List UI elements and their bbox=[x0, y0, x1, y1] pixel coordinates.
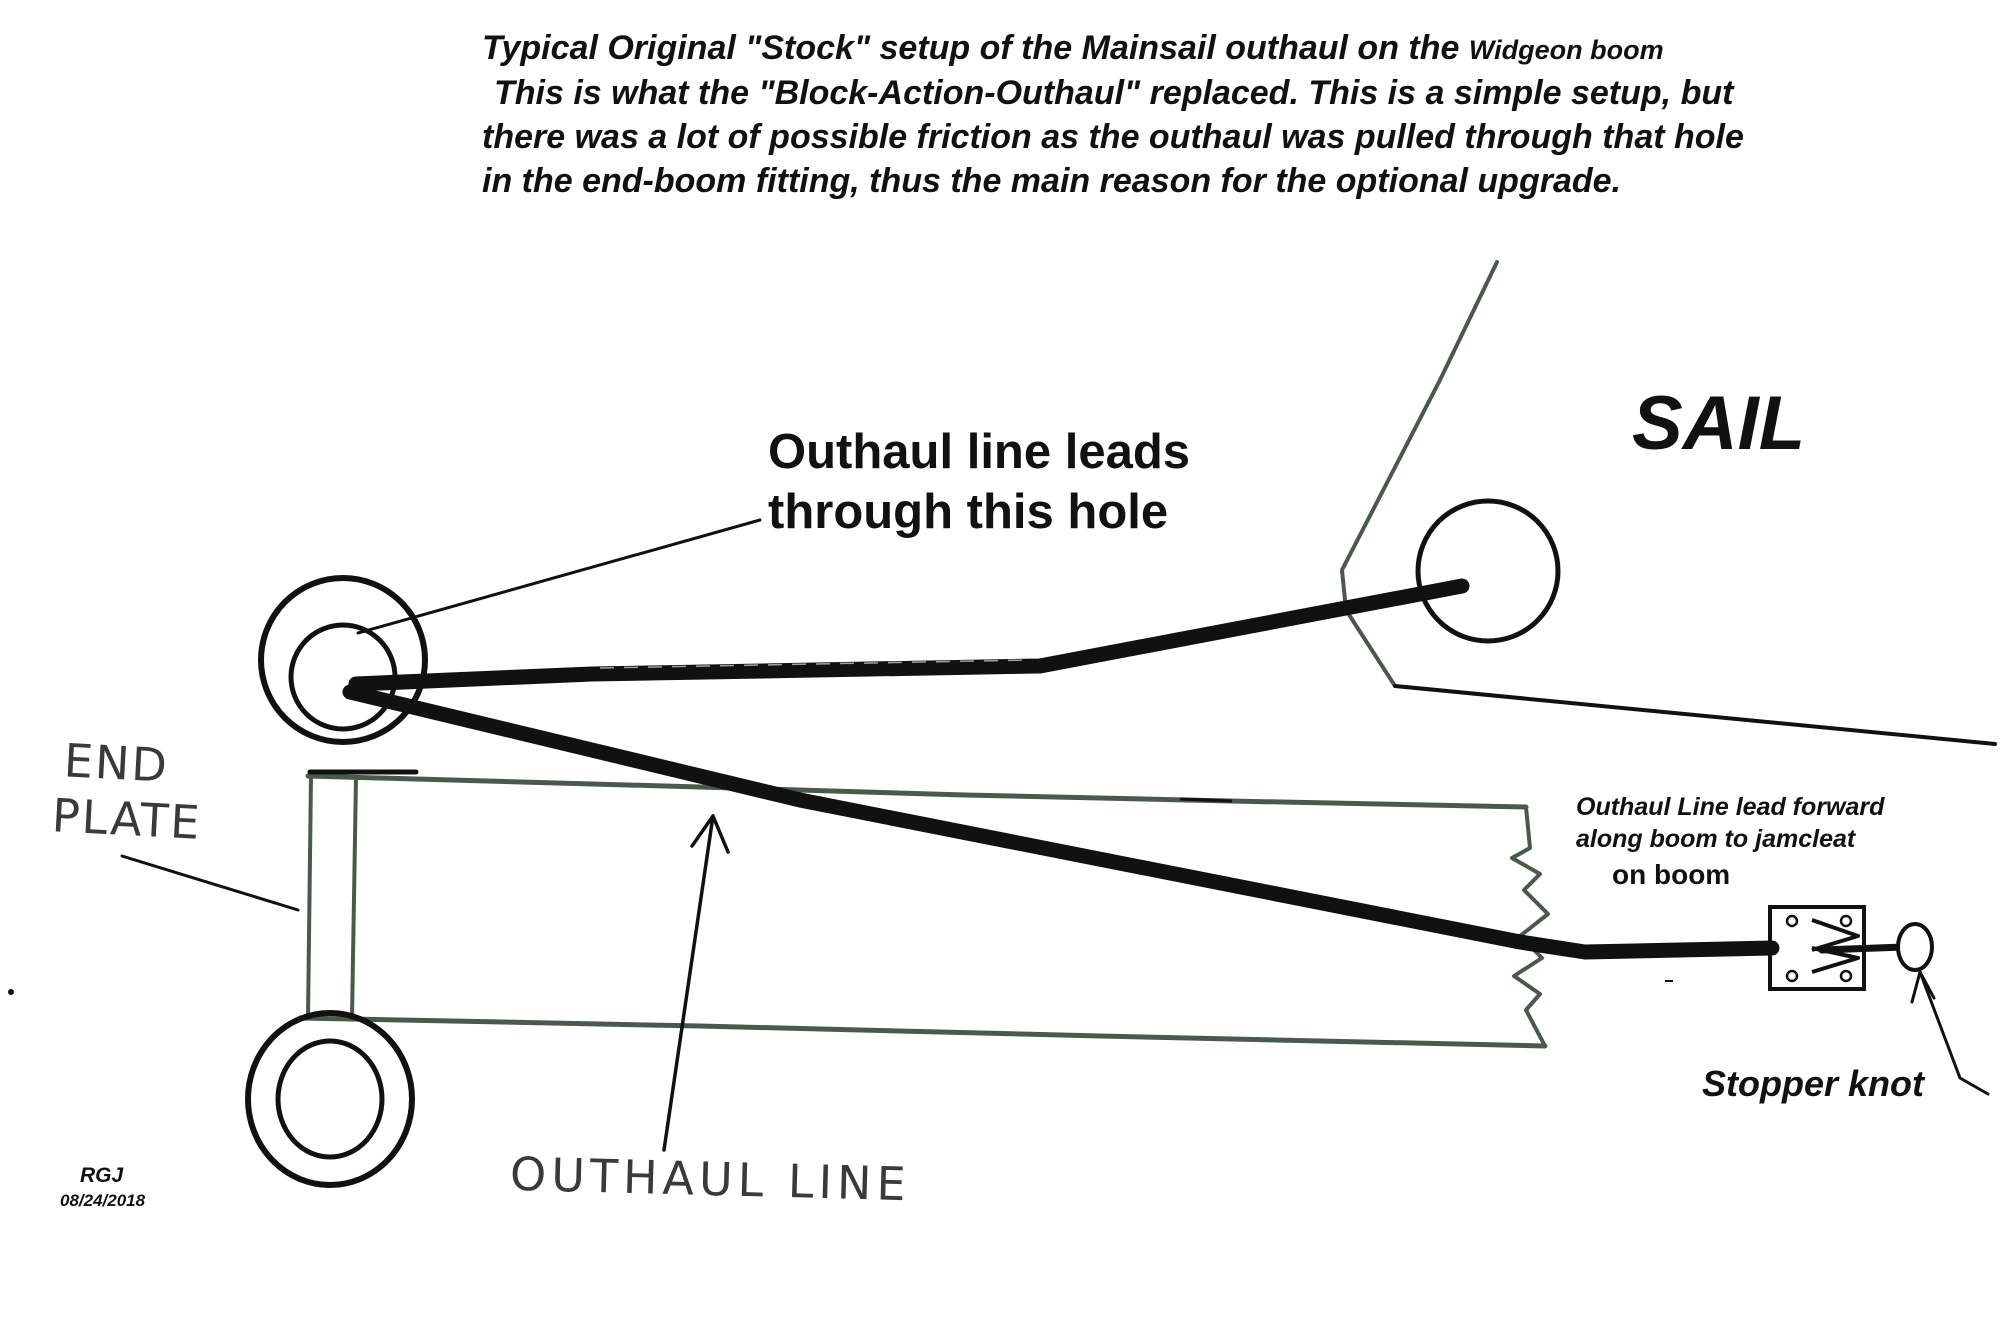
stopper-knot bbox=[1896, 922, 1934, 972]
outhaul-line-label: OUTHAUL LINE bbox=[509, 1146, 912, 1212]
sail-foot-edge bbox=[1393, 684, 1997, 746]
stopper-knot-arrow-shaft bbox=[1918, 970, 1990, 1096]
title-line-4: in the end-boom fitting, thus the main r… bbox=[482, 162, 1621, 200]
jamcleat-screw-bottom-right bbox=[1839, 969, 1853, 983]
end-plate-inner-line bbox=[350, 777, 358, 1019]
boom-bottom-edge bbox=[297, 1015, 1548, 1049]
stray-mark-top bbox=[1179, 797, 1233, 803]
boom-break-line bbox=[1510, 806, 1550, 1047]
lead-forward-label-line-3: on boom bbox=[1612, 859, 1731, 890]
outhaul-line-to-clew bbox=[348, 578, 1470, 692]
outhaul-line-arrowhead bbox=[690, 814, 730, 854]
title-line-1-main: Typical Original "Stock" setup of the Ma… bbox=[482, 29, 1460, 67]
hole-label-line-2: through this hole bbox=[768, 485, 1169, 539]
sail-clew-ring bbox=[1415, 498, 1561, 644]
outhaul-line-start-tick bbox=[349, 685, 367, 697]
end-plate-leader bbox=[120, 854, 300, 912]
stopper-knot-label: Stopper knot bbox=[1702, 1063, 1924, 1104]
end-plate-label-line-1: END bbox=[62, 733, 171, 793]
end-fitting-upper-outer-ring bbox=[258, 575, 428, 745]
signature-date: 08/24/2018 bbox=[60, 1191, 146, 1210]
lead-forward-label-line-2: along boom to jamcleat bbox=[1576, 825, 1856, 853]
end-plate-outer-left bbox=[306, 775, 313, 1019]
hole-label-line-1: Outhaul line leads bbox=[768, 425, 1191, 479]
jamcleat-screw-top-left bbox=[1785, 914, 1799, 928]
title-line-3: there was a lot of possible friction as … bbox=[482, 118, 1744, 156]
hole-label-leader bbox=[356, 518, 762, 635]
stopper-knot-arrowhead bbox=[1910, 970, 1936, 1004]
lead-forward-label-line-1: Outhaul Line lead forward bbox=[1576, 793, 1885, 821]
sail-luff-edge bbox=[1340, 260, 1499, 688]
outhaul-line-through-cleat bbox=[1818, 943, 1908, 954]
outhaul-line-forward bbox=[342, 684, 1780, 960]
sail-label: SAIL bbox=[1632, 381, 1806, 466]
stray-mark-left bbox=[8, 989, 14, 995]
jamcleat-screw-bottom-left bbox=[1785, 969, 1799, 983]
end-plate-label-line-2: PLATE bbox=[50, 788, 203, 850]
end-fitting-lower-inner-ring bbox=[275, 1038, 385, 1160]
jamcleat-screw-top-right bbox=[1839, 914, 1853, 928]
title-line-1-small: Widgeon boom bbox=[1468, 35, 1664, 65]
jamcleat-jaws bbox=[1811, 918, 1860, 952]
end-fitting-lower-outer-ring bbox=[245, 1010, 415, 1188]
title-line-1: Typical Original "Stock" setup of the Ma… bbox=[482, 26, 1664, 73]
title-line-2: This is what the "Block-Action-Outhaul" … bbox=[494, 74, 1734, 112]
boom-top-edge bbox=[305, 773, 1529, 810]
signature-initials: RGJ bbox=[80, 1164, 124, 1187]
outhaul-line-arrow-shaft bbox=[662, 814, 715, 1152]
